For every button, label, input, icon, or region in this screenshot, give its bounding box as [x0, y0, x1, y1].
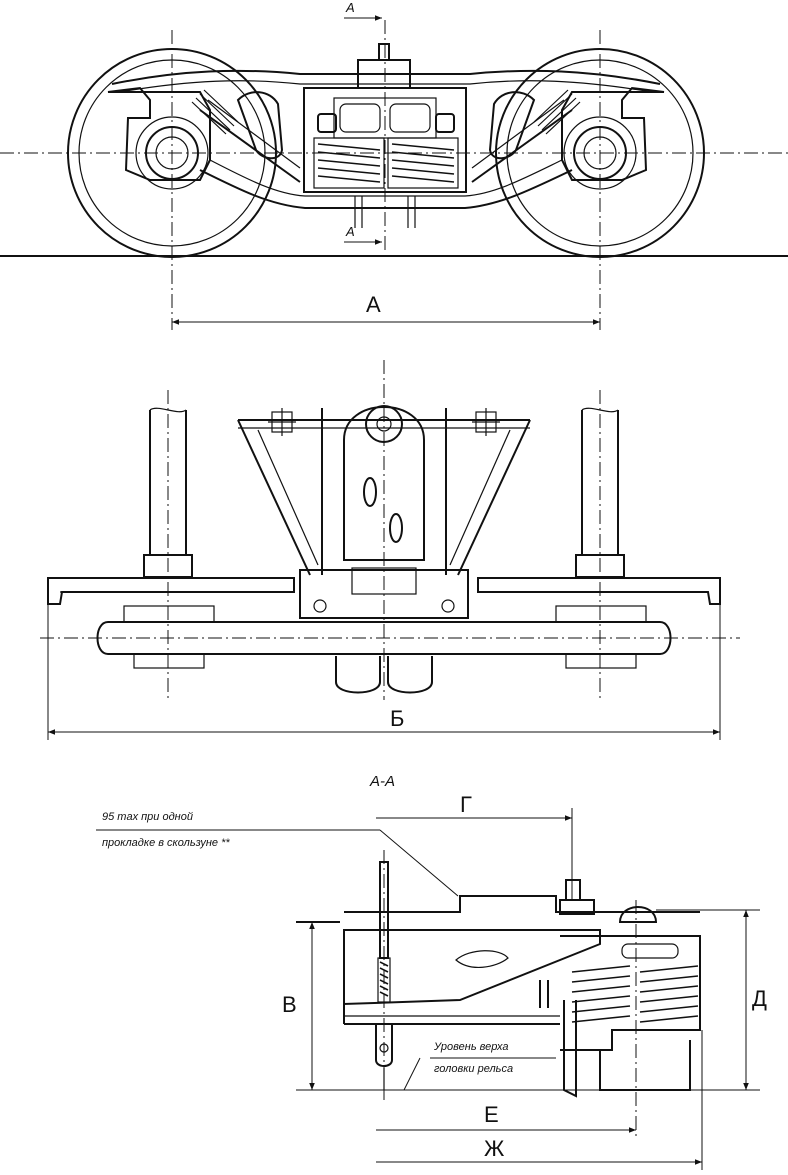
dim-d-label: Д: [752, 986, 767, 1011]
rail-level-label-line1: Уровень верха: [433, 1041, 509, 1053]
left-wheel-plan: [47, 577, 295, 605]
sideframe-top-chord: [111, 69, 661, 85]
side-view: А А А: [0, 0, 788, 330]
bolster-end: [560, 935, 701, 1051]
right-wheel: [495, 48, 705, 258]
slider-note-line2: прокладке в скользуне **: [102, 837, 230, 849]
wheelbase-dimension-label: А: [366, 292, 381, 317]
slider-top: [344, 895, 700, 913]
overall-width-dimension-label: Б: [390, 706, 404, 731]
bolster-column: [343, 406, 425, 561]
spring-nest-section: [571, 965, 699, 1023]
spring-set: [313, 137, 459, 189]
bolster-crossbeam: [299, 569, 469, 619]
dim-v-label: В: [282, 992, 297, 1017]
king-pin: [378, 43, 390, 61]
dim-zh-label: Ж: [484, 1136, 505, 1161]
left-frame-window: [236, 91, 284, 160]
slider-note-line1: 95 max при одной: [102, 811, 193, 823]
section-mark-top: А: [345, 0, 355, 15]
right-frame-window: [488, 91, 536, 160]
left-wheel: [67, 48, 277, 258]
bolster-section: [343, 929, 601, 1006]
right-axlebox: [561, 86, 665, 181]
sideframe-plan: [96, 621, 672, 655]
left-axlebox: [107, 86, 211, 181]
side-bearing: [618, 906, 658, 923]
rail-level-label-line2: головки рельса: [434, 1063, 513, 1075]
dim-g-label: Г: [460, 792, 472, 817]
section-mark-bottom: А: [345, 224, 355, 239]
top-view: Б: [40, 360, 740, 740]
dim-e-label: Е: [484, 1102, 499, 1127]
section-title: А-А: [369, 773, 395, 790]
right-wheel-plan: [477, 577, 721, 605]
section-view: А-А 95 max при одной прокладке в скользу…: [96, 773, 767, 1170]
sideframe-bottom-chord: [199, 169, 573, 209]
